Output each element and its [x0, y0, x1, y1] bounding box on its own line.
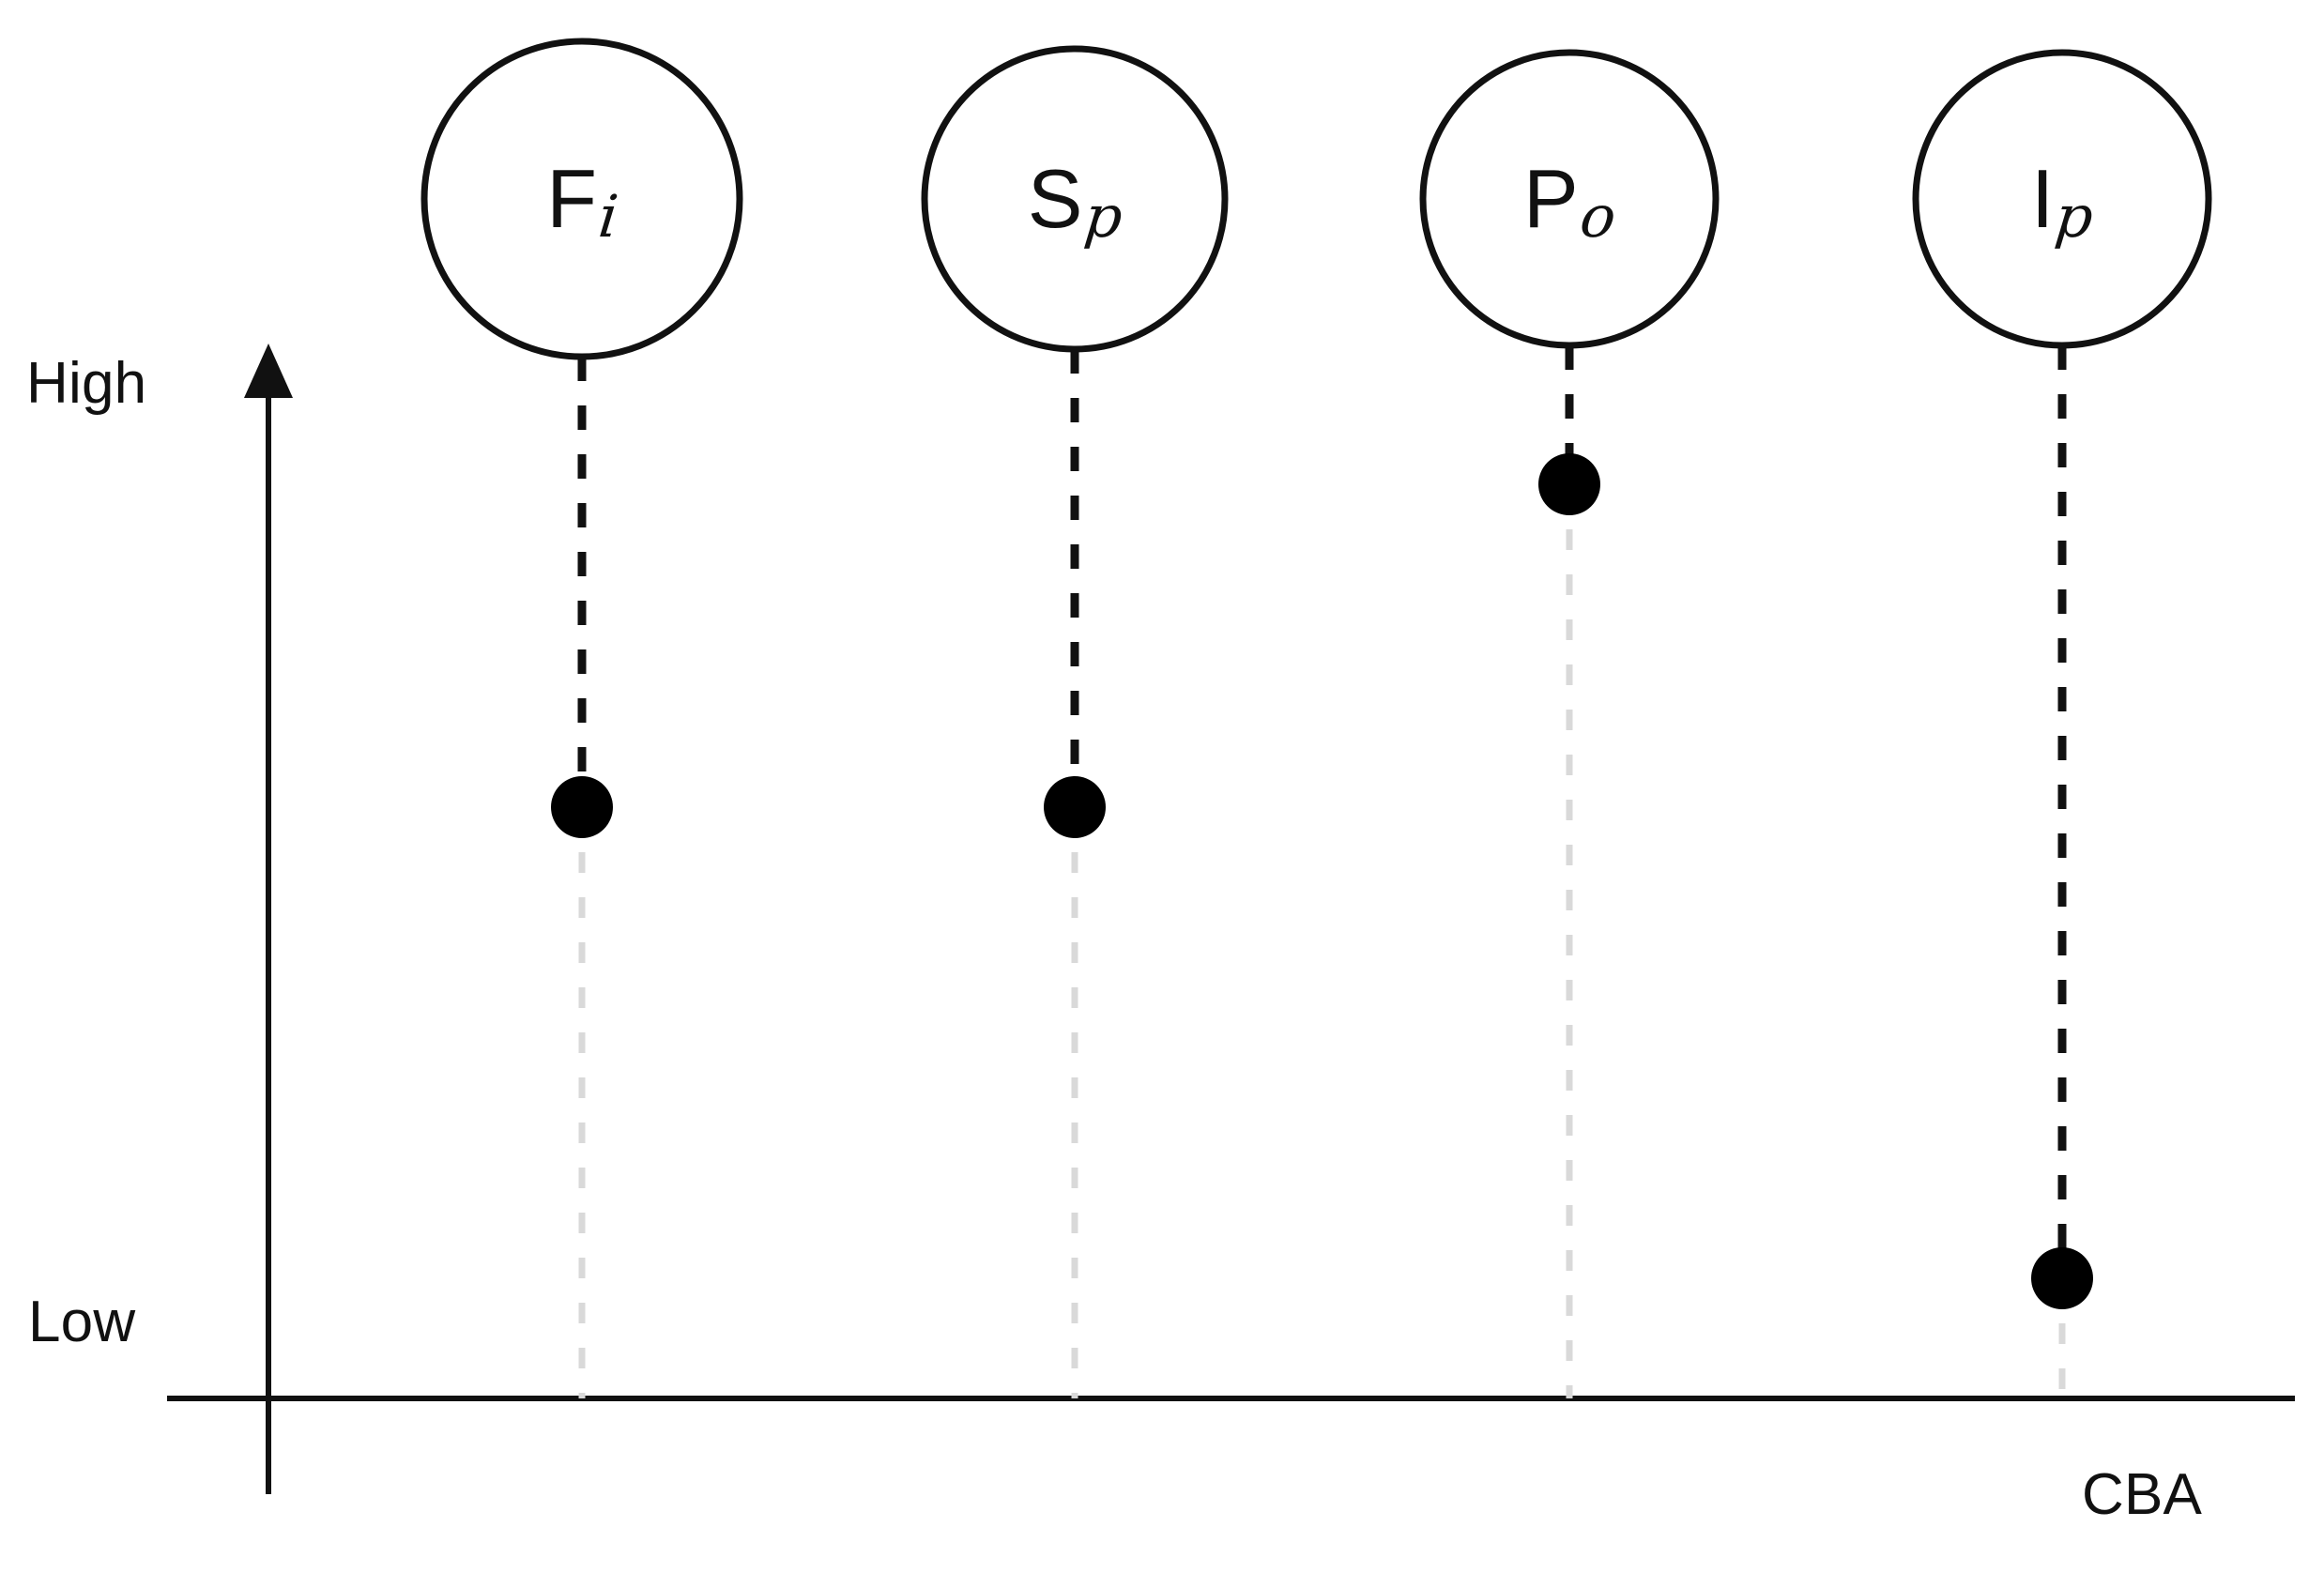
value-dot-sp[interactable] [1044, 776, 1106, 838]
value-dot-ip[interactable] [2031, 1247, 2093, 1309]
guide-lines-group [578, 484, 2066, 1398]
node-label-ip-base: I [2030, 152, 2055, 245]
node-label-po-base: P [1522, 152, 1579, 245]
node-circle-sp[interactable] [921, 45, 1229, 353]
stem-lines-group [577, 345, 2067, 1278]
node-label-fi-subscript: i [595, 182, 621, 251]
node-label-sp-subscript: p [1080, 182, 1126, 251]
node-circle-ip[interactable] [1912, 49, 2212, 349]
y-axis-arrowhead [244, 344, 293, 398]
x-axis-label: CBA [2082, 1462, 2203, 1527]
y-axis-bottom-label: Low [28, 1290, 136, 1354]
node-label-fi-base: F [546, 152, 597, 245]
value-dots-group [551, 453, 2093, 1309]
axis-group [167, 344, 2295, 1494]
node-circle-po[interactable] [1419, 49, 1720, 349]
value-dot-fi[interactable] [551, 776, 613, 838]
node-label-sp-base: S [1027, 152, 1083, 245]
node-circle-fi[interactable] [420, 38, 743, 360]
node-label-ip-subscript: p [2052, 182, 2097, 251]
value-dot-po[interactable] [1538, 453, 1600, 515]
y-axis-top-label: High [26, 351, 147, 416]
node-label-po-subscript: o [1576, 182, 1619, 251]
node-circles-group [420, 38, 2212, 360]
